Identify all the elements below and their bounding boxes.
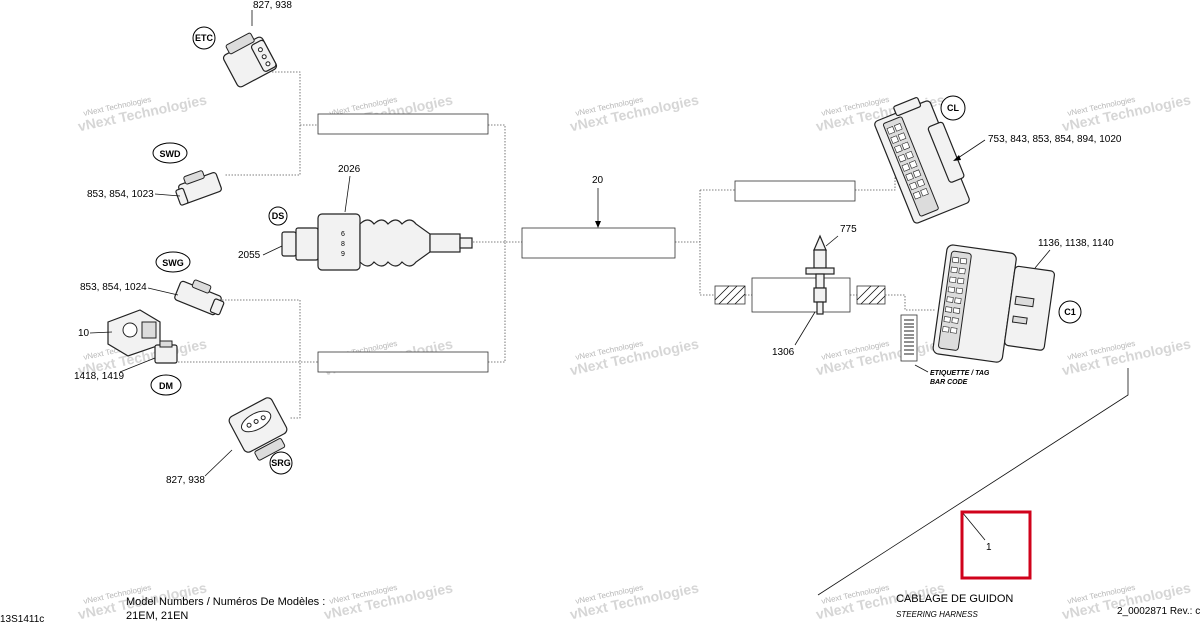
ds-digit: 9 [341, 251, 345, 258]
etc-connector [222, 32, 278, 88]
tie-wrap [805, 234, 835, 315]
title-en: STEERING HARNESS [896, 610, 978, 619]
ds-bubble [268, 206, 288, 226]
item-1-leader [817, 368, 1129, 596]
cl-tag: CL [947, 103, 959, 113]
swg-tag: SWG [162, 258, 184, 268]
models-value: 21EM, 21EN [126, 610, 188, 622]
doc-code: 13S1411c [0, 614, 44, 624]
watermarks: vNext Technologies vNext Technologies vN… [76, 91, 1192, 622]
watermark: vNext Technologies vNext Technologies [76, 91, 208, 134]
watermark: vNext Technologies vNext Technologies [568, 335, 700, 378]
wiring [178, 71, 935, 419]
srg-parts-label: 827, 938 [166, 475, 205, 486]
swd-bubble [152, 142, 188, 164]
sleeve-right [734, 180, 856, 202]
watermark: vNext Technologies vNext Technologies [568, 91, 700, 134]
dm-bubble [150, 374, 182, 396]
item-1-pointer [961, 511, 986, 541]
swd-connector [175, 170, 222, 206]
tag-label-line1: ETIQUETTE / TAG [930, 370, 990, 377]
highlight-box[interactable] [960, 510, 1032, 580]
watermark: vNext Technologies vNext Technologies [322, 579, 454, 622]
srg-connector [228, 397, 288, 461]
dm-tag: DM [159, 381, 173, 391]
c1-connector [932, 244, 1056, 363]
item-1-label: 1 [986, 542, 992, 553]
watermark: vNext Technologies vNext Technologies [1060, 335, 1192, 378]
cl-bubble [940, 95, 966, 121]
center-label: 20 [592, 175, 604, 186]
etc-parts-label: 827, 938 [253, 0, 292, 11]
cl-parts-label: 753, 843, 853, 854, 894, 1020 [988, 134, 1122, 145]
srg-bubble [269, 451, 293, 475]
swg-bubble [155, 251, 191, 273]
c1-tag: C1 [1064, 307, 1076, 317]
ds-top-label: 2026 [338, 164, 361, 175]
clip-label: 1306 [772, 347, 795, 358]
ds-digit: 8 [341, 241, 345, 248]
title-fr: CABLAGE DE GUIDON [896, 593, 1013, 605]
hatched-sleeve-right [856, 285, 886, 305]
c1-parts-label: 1136, 1138, 1140 [1038, 238, 1114, 249]
dm-parts-label: 1418, 1419 [74, 371, 124, 382]
watermark: vNext Technologies vNext Technologies [568, 579, 700, 622]
ds-sensor: 6 8 9 [281, 213, 473, 271]
sleeve-center-right [751, 277, 851, 313]
swg-connector [174, 279, 225, 316]
swg-parts-label: 853, 854, 1024 [80, 282, 147, 293]
sleeve-lower [317, 351, 489, 373]
sleeve-upper [317, 113, 489, 135]
hatched-sleeve-left [714, 285, 746, 305]
main-harness-sleeve [521, 227, 676, 259]
tag-label-line2: BAR CODE [930, 379, 968, 386]
ds-left-label: 2055 [238, 250, 261, 261]
c1-bubble [1058, 300, 1082, 324]
tie-label: 775 [840, 224, 857, 235]
models-label: Model Numbers / Numéros De Modèles : [126, 596, 325, 608]
etc-tag: ETC [195, 33, 214, 43]
dm-connector [154, 340, 178, 364]
item-10-part [107, 309, 161, 357]
ds-digit: 6 [341, 231, 345, 238]
watermark: vNext Technologies vNext Technologies [1060, 91, 1192, 134]
swd-parts-label: 853, 854, 1023 [87, 189, 154, 200]
swd-tag: SWD [160, 149, 181, 159]
item-10-label: 10 [78, 328, 90, 339]
bar-code-tag [900, 314, 918, 362]
cl-connector [874, 97, 970, 224]
revision: 2_0002871 Rev.: c [1117, 606, 1200, 617]
etc-bubble [192, 26, 216, 50]
srg-tag: SRG [271, 458, 291, 468]
ds-tag: DS [272, 211, 285, 221]
